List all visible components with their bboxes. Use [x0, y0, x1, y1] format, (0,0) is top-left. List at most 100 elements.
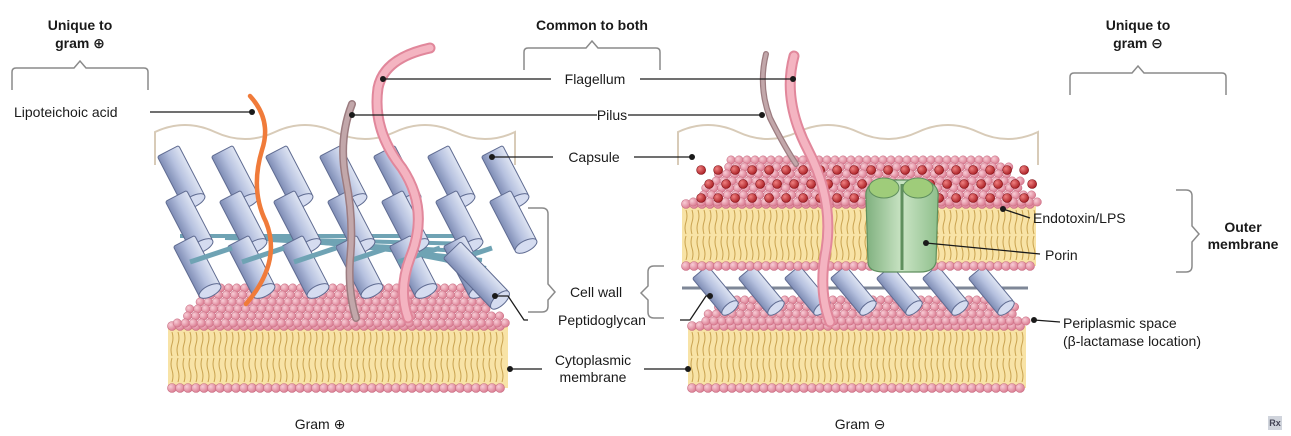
lipid-head [213, 319, 221, 327]
lipid-head [750, 317, 758, 325]
lipid-head [336, 384, 345, 393]
lipid-head [360, 384, 369, 393]
lipid-head [237, 319, 245, 327]
lipid-head [806, 317, 814, 325]
lipid-head [461, 319, 469, 327]
lipid-head [746, 262, 755, 271]
lipid-head [317, 319, 325, 327]
lipid-head [954, 262, 963, 271]
lipid-head [762, 262, 771, 271]
lipid-head [832, 384, 841, 393]
lipid-head [328, 384, 337, 393]
lipid-head [710, 317, 718, 325]
lps-molecule [765, 194, 774, 203]
lipid-head [846, 317, 854, 325]
header-unique-gram-negative: Unique to gram ⊖ [1078, 16, 1198, 52]
lipid-head [982, 317, 990, 325]
lps-molecule [714, 194, 723, 203]
lps-molecule [850, 166, 859, 175]
lipid-head [296, 384, 305, 393]
capsule-label: Capsule [548, 149, 640, 165]
lipid-head [333, 319, 341, 327]
lipid-head [958, 317, 966, 325]
lipid-head [760, 384, 769, 393]
lipid-head [477, 319, 485, 327]
lipid-head [688, 322, 697, 331]
lipid-head [754, 262, 763, 271]
lps-molecule [1020, 194, 1029, 203]
lipid-head [778, 262, 787, 271]
lipid-head [205, 319, 213, 327]
lipid-head [344, 384, 353, 393]
lipid-head [421, 319, 429, 327]
lipid-head [798, 317, 806, 325]
lipid-head [485, 319, 493, 327]
lipid-head [368, 384, 377, 393]
lipid-head [688, 384, 697, 393]
lps-molecule [952, 166, 961, 175]
lipid-head [384, 384, 393, 393]
lipid-head [501, 319, 509, 327]
lipid-head [910, 317, 918, 325]
lipid-head [976, 384, 985, 393]
lipid-head [702, 317, 710, 325]
lipid-head [744, 384, 753, 393]
lps-molecule [977, 180, 986, 189]
lipid-head [992, 384, 1001, 393]
lipid-head [704, 384, 713, 393]
lipid-head [440, 384, 449, 393]
lps-molecule [697, 166, 706, 175]
lipid-head [453, 319, 461, 327]
lipid-head [1000, 384, 1009, 393]
lipid-head [728, 384, 737, 393]
lipid-head [488, 384, 497, 393]
lipid-head [950, 317, 958, 325]
lipid-head [841, 198, 849, 206]
lipid-head [928, 384, 937, 393]
lipid-head [730, 262, 739, 271]
lipid-head [301, 319, 309, 327]
lps-molecule [765, 166, 774, 175]
lipid-head [424, 384, 433, 393]
lipid-head [714, 262, 723, 271]
lipid-head [848, 384, 857, 393]
lipid-head [1010, 262, 1019, 271]
lps-molecule [1028, 180, 1037, 189]
lps-molecule [722, 180, 731, 189]
lipid-head [722, 262, 731, 271]
lipid-head [320, 384, 329, 393]
lipid-head [824, 384, 833, 393]
gram-negative-caption: Gram ⊖ [810, 416, 910, 432]
outer-membrane-label-line2: membrane [1196, 236, 1290, 253]
lipid-head [776, 384, 785, 393]
lipid-head [880, 384, 889, 393]
lipid-head [493, 319, 501, 327]
lipid-head [961, 198, 969, 206]
lps-molecule [969, 194, 978, 203]
lipid-head [392, 384, 401, 393]
lipid-head [464, 384, 473, 393]
lipid-head [790, 317, 798, 325]
lipid-head [802, 262, 811, 271]
peptidoglycan-label: Peptidoglycan [524, 312, 680, 328]
lps-molecule [850, 194, 859, 203]
lps-molecule [790, 180, 799, 189]
lipid-head [480, 384, 489, 393]
lipid-head [696, 384, 705, 393]
lipid-head [766, 317, 774, 325]
lipid-head [184, 384, 193, 393]
lipid-head [229, 319, 237, 327]
lps-molecule [782, 166, 791, 175]
lipid-head [192, 384, 201, 393]
lipid-head [816, 384, 825, 393]
lps-molecule [705, 180, 714, 189]
lipid-head [854, 317, 862, 325]
lps-molecule [782, 194, 791, 203]
lipid-head [946, 262, 955, 271]
lipid-head [1014, 317, 1022, 325]
lipid-head [256, 384, 265, 393]
lipid-head [834, 262, 843, 271]
lps-molecule [773, 180, 782, 189]
lipid-head [786, 262, 795, 271]
lipid-head [814, 317, 822, 325]
